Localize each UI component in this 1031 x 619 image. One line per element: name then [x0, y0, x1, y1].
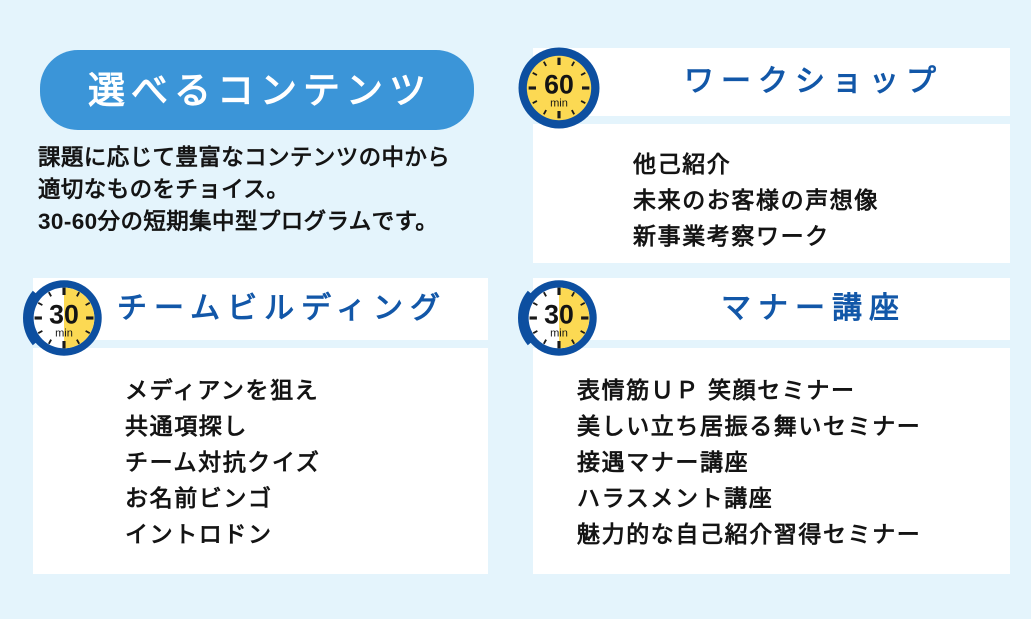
list-item: お名前ビンゴ	[125, 485, 273, 511]
list-item: メディアンを狙え	[125, 377, 320, 403]
list-item: 未来のお客様の声想像	[633, 187, 879, 213]
section-title-bar-team-building: チームビルディング	[33, 278, 488, 340]
timer-value: 30	[544, 300, 574, 330]
stopwatch-icon-workshop: 60 min	[513, 42, 605, 134]
item-list-manner: 表情筋ＵＰ 笑顔セミナー 美しい立ち居振る舞いセミナー 接遇マナー講座 ハラスメ…	[577, 372, 1010, 552]
item-list-workshop: 他己紹介 未来のお客様の声想像 新事業考察ワーク	[633, 146, 1010, 254]
section-card-team-building: メディアンを狙え 共通項探し チーム対抗クイズ お名前ビンゴ イントロドン	[33, 348, 488, 574]
header-pill: 選べるコンテンツ	[40, 50, 474, 130]
list-item: 美しい立ち居振る舞いセミナー	[577, 413, 922, 439]
timer-unit: min	[550, 97, 568, 109]
description-line-3: 30-60分の短期集中型プログラムです。	[38, 209, 439, 234]
section-title-bar-workshop: ワークショップ	[533, 48, 1010, 116]
list-item: 表情筋ＵＰ 笑顔セミナー	[577, 377, 856, 403]
list-item: 魅力的な自己紹介習得セミナー	[577, 521, 922, 547]
list-item: ハラスメント講座	[577, 485, 774, 511]
timer-value: 30	[49, 300, 79, 330]
description-line-1: 課題に応じて豊富なコンテンツの中から	[38, 145, 451, 170]
section-title-bar-manner: マナー講座	[533, 278, 1010, 340]
stopwatch-icon-team-building: 30 min	[18, 272, 110, 364]
list-item: イントロドン	[125, 521, 273, 547]
list-item: 共通項探し	[125, 413, 248, 439]
section-title-team-building: チームビルディング	[117, 292, 447, 325]
description-line-2: 適切なものをチョイス。	[38, 177, 290, 202]
timer-value: 60	[544, 70, 574, 100]
page-title: 選べるコンテンツ	[88, 69, 432, 111]
list-item: 新事業考察ワーク	[633, 223, 830, 249]
item-list-team-building: メディアンを狙え 共通項探し チーム対抗クイズ お名前ビンゴ イントロドン	[125, 372, 488, 552]
section-title-workshop: ワークショップ	[684, 65, 943, 98]
timer-unit: min	[550, 327, 568, 339]
section-card-workshop: 他己紹介 未来のお客様の声想像 新事業考察ワーク	[533, 124, 1010, 263]
timer-unit: min	[55, 327, 73, 339]
header-description: 課題に応じて豊富なコンテンツの中から 適切なものをチョイス。 30-60分の短期…	[38, 142, 508, 238]
stopwatch-icon-manner: 30 min	[513, 272, 605, 364]
list-item: 他己紹介	[633, 151, 732, 177]
section-title-manner: マナー講座	[721, 292, 906, 325]
section-card-manner: 表情筋ＵＰ 笑顔セミナー 美しい立ち居振る舞いセミナー 接遇マナー講座 ハラスメ…	[533, 348, 1010, 574]
list-item: チーム対抗クイズ	[125, 449, 321, 475]
list-item: 接遇マナー講座	[577, 449, 750, 475]
